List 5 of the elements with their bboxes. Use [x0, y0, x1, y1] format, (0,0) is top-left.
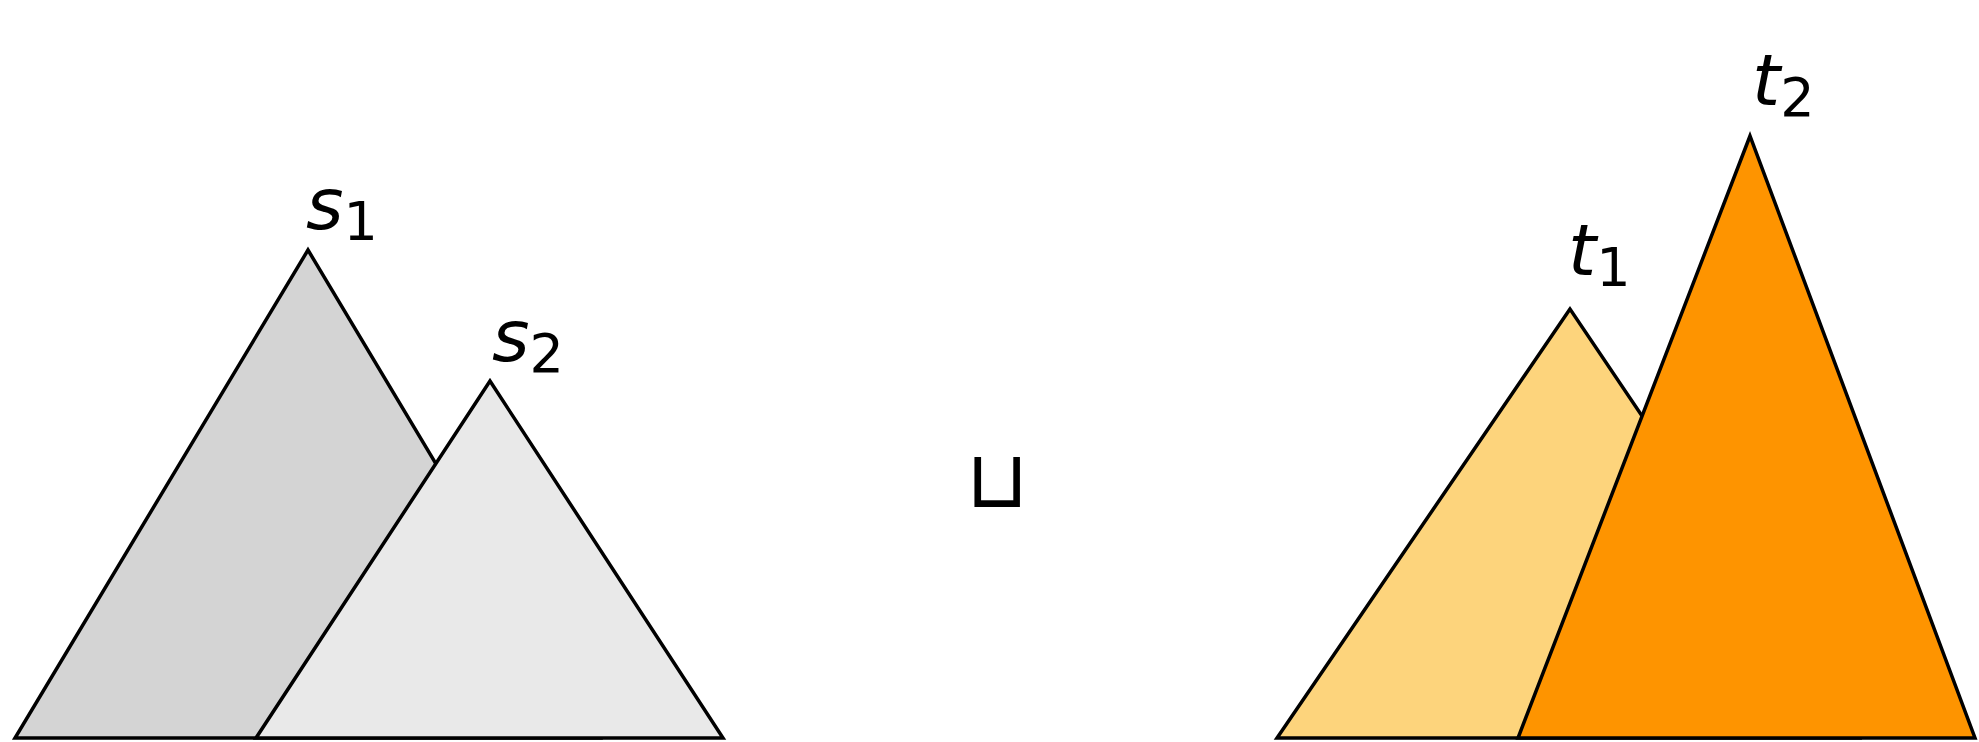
triangle-label: s$_{1}$ [306, 168, 378, 249]
disjoint-union-symbol: ⊔ [966, 440, 1029, 520]
triangle-label: t$_{1}$ [1568, 214, 1631, 295]
triangle-label: s$_{2}$ [492, 300, 564, 381]
triangle-label: t$_{2}$ [1752, 44, 1815, 125]
